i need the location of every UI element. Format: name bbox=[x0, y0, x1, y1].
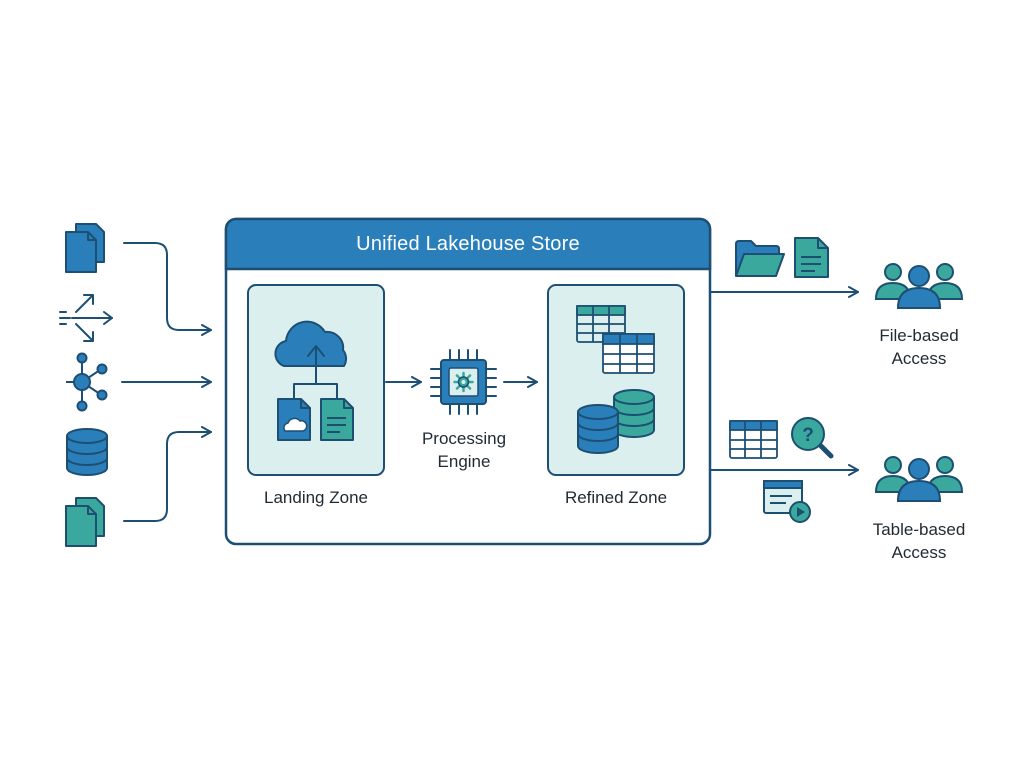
file-users-icon bbox=[874, 263, 964, 309]
store-title: Unified Lakehouse Store bbox=[356, 232, 580, 255]
refined-zone-label: Refined Zone bbox=[564, 488, 668, 507]
file-access-line-2: Access bbox=[891, 349, 947, 368]
output-arrows bbox=[710, 286, 859, 476]
document-output-icon bbox=[794, 237, 829, 278]
table-users-icon bbox=[874, 456, 964, 502]
folder-icon bbox=[735, 240, 785, 277]
report-play-icon bbox=[763, 480, 811, 523]
source-files-icon bbox=[65, 497, 105, 547]
image-file-icon bbox=[277, 398, 311, 441]
source-connectors bbox=[121, 242, 212, 522]
table-output-icon bbox=[729, 420, 778, 459]
processing-engine-line-1: Processing bbox=[421, 429, 507, 448]
database-stack-icon bbox=[577, 389, 655, 454]
processing-engine-line-2: Engine bbox=[437, 452, 491, 471]
query-search-icon: ? bbox=[791, 417, 834, 459]
table-access-label: Table-based Access bbox=[859, 518, 979, 564]
processing-engine-label: Processing Engine bbox=[400, 427, 528, 473]
table-access-line-1: Table-based bbox=[872, 520, 966, 539]
table-access-line-2: Access bbox=[891, 543, 947, 562]
streaming-data-icon bbox=[59, 294, 113, 342]
file-access-line-1: File-based bbox=[879, 326, 959, 345]
table-grid-icon bbox=[576, 305, 655, 374]
data-hub-icon bbox=[66, 352, 108, 412]
file-access-label: File-based Access bbox=[859, 324, 979, 370]
text-file-icon bbox=[320, 398, 354, 441]
database-source-icon bbox=[66, 428, 108, 476]
svg-text:?: ? bbox=[802, 425, 814, 446]
source-documents-icon bbox=[65, 223, 105, 273]
processor-chip-icon bbox=[430, 349, 497, 415]
landing-zone-label: Landing Zone bbox=[264, 488, 368, 507]
cloud-upload-icon bbox=[274, 320, 348, 401]
